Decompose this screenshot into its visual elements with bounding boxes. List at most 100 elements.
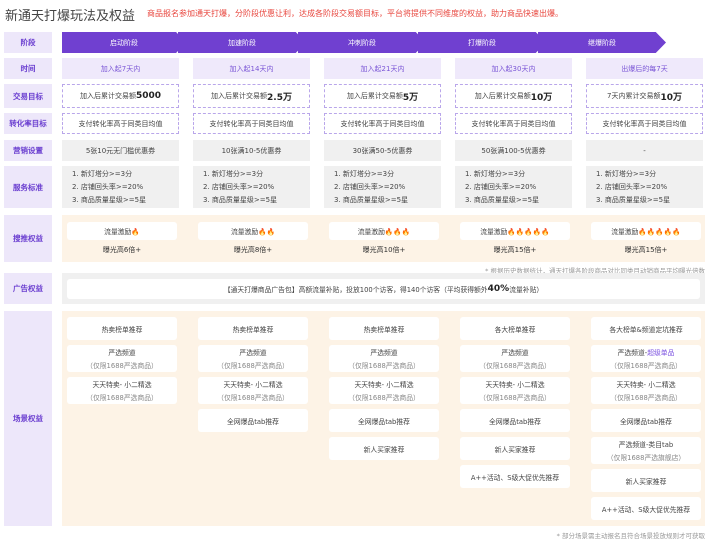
exposure-text: 曝光高15倍+ [624, 246, 668, 254]
label-ad: 广告权益 [4, 273, 52, 304]
scene-column: 热卖榜单推荐严选频道（仅限1688严选商品）天天特卖- 小二精选（仅限1688严… [198, 317, 308, 432]
scene-title: 各大榜单&频道定坑推荐 [609, 325, 683, 334]
scene-card: 严选频道（仅限1688严选商品） [329, 345, 439, 372]
gmv-value: 2.5万 [267, 92, 292, 103]
search-cell: 流量激励🔥🔥🔥🔥🔥曝光高15倍+ [460, 215, 570, 262]
scene-column: 热卖榜单推荐严选频道 （仅限1688严选商品） 天天特卖- 小二精选 （仅限1688严… [67, 317, 177, 404]
scene-highlight: 超级单品 [647, 349, 675, 357]
scene-title: 新人买家推荐 [494, 445, 536, 454]
cvr-cell: 支付转化率高于同类目均值 [193, 113, 310, 134]
promo-cell: 5张10元无门槛优惠券 [62, 140, 179, 161]
time-cell: 加入起14天内 [193, 58, 310, 79]
scene-card: 热卖榜单推荐 [67, 317, 177, 340]
page-subtitle: 商品报名参加通天打爆，分阶段优惠让利，达成各阶段交易额目标，平台将提供不同维度的… [147, 9, 563, 18]
scene-subtitle: （仅限1688严选商品） [610, 362, 682, 370]
time-cell: 加入起21天内 [324, 58, 441, 79]
scene-title: A++活动、S级大促优先推荐 [601, 505, 691, 514]
search-row: 搜推权益 流量激励🔥 曝光高6倍+ 流量激励🔥🔥曝光高8倍+ 流量激励🔥🔥🔥曝光高10… [0, 215, 713, 262]
gmv-value: 10万 [660, 92, 682, 103]
ad-package: 【通天打爆商品广告包】高额流量补贴，投放100个访客，得140个访客（平均获得额… [67, 278, 700, 299]
scene-card: 严选频道-超级单品 （仅限1688严选商品） [591, 345, 701, 372]
scene-card: 天天特卖- 小二精选（仅限1688严选商品） [460, 377, 570, 404]
ad-text-end: 流量补贴） [509, 285, 544, 294]
scene-subtitle: （仅限1688严选商品） [479, 362, 551, 370]
scene-subtitle: （仅限1688严选商品） [217, 394, 289, 402]
scene-title: 全网爆品tab推荐 [620, 417, 672, 426]
gmv-prefix: 加入后累计交易额 [79, 92, 136, 100]
scene-title: 全网爆品tab推荐 [227, 417, 279, 426]
service-item: 1. 新灯塔分>=3分 [203, 170, 264, 178]
gmv-value: 10万 [530, 92, 553, 103]
scene-subtitle: （仅限1688严选商品） [610, 394, 682, 402]
label-search: 搜推权益 [4, 215, 52, 262]
service-item: 3. 商品质量星级>=5星 [334, 196, 409, 204]
search-cell: 流量激励🔥🔥🔥曝光高10倍+ [329, 215, 439, 262]
exposure-text: 曝光高10倍+ [362, 246, 406, 254]
label-service: 服务标准 [4, 166, 52, 208]
stage-4: 打爆阶段 [418, 32, 546, 53]
cvr-row: 转化率目标 支付转化率高于同类目均值支付转化率高于同类目均值支付转化率高于同类目… [0, 113, 713, 134]
scene-subtitle: （仅限1688严选商品） [86, 362, 158, 370]
exposure-text: 曝光高6倍+ [102, 246, 142, 254]
scene-card: 严选频道 （仅限1688严选商品） [67, 345, 177, 372]
label-scene: 场景权益 [4, 311, 52, 526]
cvr-cell: 支付转化率高于同类目均值 [62, 113, 179, 134]
scene-title: 全网爆品tab推荐 [358, 417, 410, 426]
service-item: 3. 商品质量星级>=5星 [596, 196, 671, 204]
service-item: 3. 商品质量星级>=5星 [72, 196, 147, 204]
page-title: 新通天打爆玩法及权益 [5, 9, 136, 24]
label-promo: 营销设置 [4, 140, 52, 161]
scene-title: 热卖榜单推荐 [232, 325, 274, 334]
scene-card: 新人买家推荐 [591, 469, 701, 492]
scene-card: 全网爆品tab推荐 [198, 409, 308, 432]
scene-title: 严选频道- [617, 349, 648, 357]
ad-text: 【通天打爆商品广告包】高额流量补贴，投放100个访客，得140个访客（平均获得额… [223, 285, 488, 294]
scene-title: 严选频道-超级单品 [618, 347, 675, 357]
scene-column: 各大榜单推荐严选频道（仅限1688严选商品）天天特卖- 小二精选（仅限1688严… [460, 317, 570, 488]
scene-column: 各大榜单&频道定坑推荐严选频道-超级单品（仅限1688严选商品）天天特卖- 小二… [591, 317, 701, 520]
traffic-boost-card: 流量激励🔥🔥🔥🔥🔥 [591, 222, 701, 240]
scene-card: 新人买家推荐 [460, 437, 570, 460]
scene-title: 各大榜单推荐 [494, 325, 536, 334]
label-time: 时间 [4, 58, 52, 79]
cvr-cell: 支付转化率高于同类目均值 [455, 113, 572, 134]
stage-1: 启动阶段 [62, 32, 186, 53]
scene-subtitle: （仅限1688严选商品） [217, 362, 289, 370]
scene-title: 天天特卖- 小二精选 [354, 381, 414, 389]
scene-card: 全网爆品tab推荐 [460, 409, 570, 432]
cvr-cell: 支付转化率高于同类目均值 [586, 113, 703, 134]
scene-title: 天天特卖- 小二精选 [223, 381, 283, 389]
scene-subtitle: （仅限1688严选商品） [86, 394, 158, 402]
scene-card: 严选频道（仅限1688严选商品） [460, 345, 570, 372]
search-cell: 流量激励🔥🔥曝光高8倍+ [198, 215, 308, 262]
scene-card: 天天特卖- 小二精选（仅限1688严选商品） [591, 377, 701, 404]
label-stage: 阶段 [4, 32, 52, 53]
scene-subtitle: （仅限1688严选商品） [348, 362, 420, 370]
scene-title: 全网爆品tab推荐 [489, 417, 541, 426]
traffic-boost-card: 流量激励🔥 [67, 222, 177, 240]
service-item: 3. 商品质量星级>=5星 [465, 196, 540, 204]
scene-card: 各大榜单&频道定坑推荐 [591, 317, 701, 340]
stage-5: 继爆阶段 [538, 32, 666, 53]
ad-percent: 40% [487, 283, 510, 294]
scene-title: 新人买家推荐 [625, 477, 667, 486]
scene-title: 天天特卖- 小二精选 [92, 381, 152, 389]
stage-row: 阶段 启动阶段加速阶段冲刺阶段打爆阶段继爆阶段 [0, 32, 713, 53]
scene-title: 严选频道 [108, 349, 136, 357]
search-note: * 根据历史数据统计，通天打爆各阶段商品对比同类目动销商品平均曝光倍数 [485, 267, 705, 275]
scene-card: 热卖榜单推荐 [198, 317, 308, 340]
scene-title: 天天特卖- 小二精选 [485, 381, 545, 389]
service-item: 1. 新灯塔分>=3分 [465, 170, 526, 178]
time-row: 时间 加入起7天内加入起14天内加入起21天内加入起30天内出爆后的每7天 [0, 58, 713, 79]
scene-card: 严选频道-类目tab（仅限1688严选旗舰店） [591, 437, 701, 464]
scene-note: * 部分场景需主动报名且符合场景投放规则才可获取 [556, 532, 705, 540]
service-item: 1. 新灯塔分>=3分 [334, 170, 395, 178]
search-cell: 流量激励🔥🔥🔥🔥🔥 曝光高15倍+ [591, 215, 701, 262]
gmv-prefix: 7天内累计交易额 [607, 92, 661, 100]
